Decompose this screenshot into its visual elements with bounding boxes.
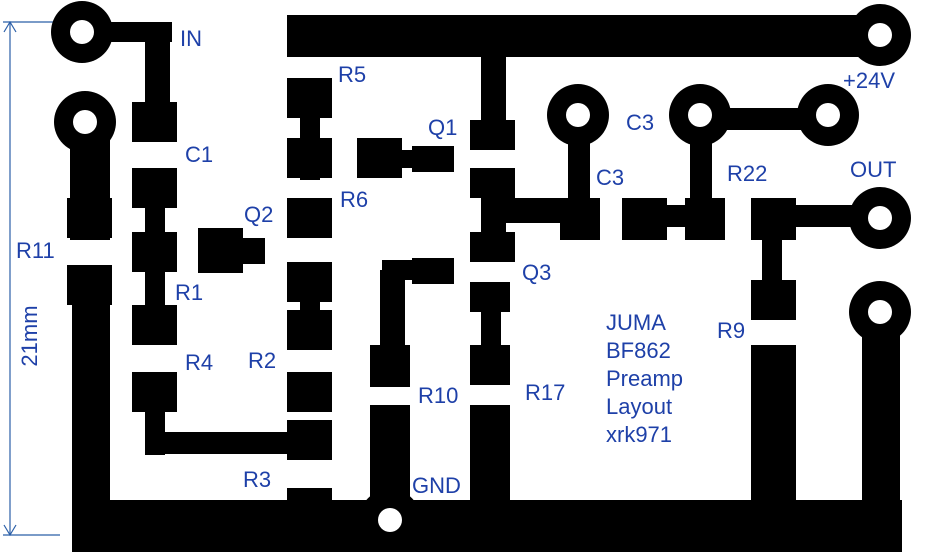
label-r1: R1 [175,280,203,305]
pad-r6-left [287,138,332,178]
dimension-indicator: 21mm [3,20,60,537]
pad-out-ground [849,281,911,343]
pad-r17-bottom [470,405,510,445]
pad-r10-top [370,345,410,387]
pad-c3-top-left [547,84,609,146]
label-r11: R11 [16,238,55,263]
label-r10: R10 [418,383,458,408]
trace-r17 [481,295,501,355]
copper-traces [67,15,902,552]
plus24v-rail [287,15,882,57]
note-line: BF862 [606,338,671,363]
label-r4: R4 [185,350,213,375]
pad-r3-bottom [287,420,332,460]
pad-r2-bottom [287,310,332,350]
pad-in [51,1,113,63]
label-q2: Q2 [244,202,273,227]
note-line: JUMA [606,310,666,335]
pad-r9-top [751,280,796,320]
trace-r22-r9 [762,225,782,295]
round-pads [51,1,911,551]
note-line: xrk971 [606,422,672,447]
label-r9: R9 [717,318,745,343]
pad-r17-mid [470,345,510,385]
label-r3: R3 [243,467,271,492]
pad-in-ground [54,91,116,153]
label-r22: R22 [727,161,767,186]
trace-r4-r3 [145,432,310,454]
label-r2: R2 [248,348,276,373]
trace-rail-q1 [481,40,506,135]
pad-r10-bottom [370,405,410,447]
pad-q1-drain [470,120,515,150]
pad-out [849,187,911,249]
note-line: Preamp [606,366,683,391]
pad-r6-bottom [287,198,332,238]
pad-q2-lead [235,238,265,264]
label-r17: R17 [525,380,565,405]
pad-r1-bottom [132,305,177,345]
pad-r11-bottom [67,265,112,305]
pad-r3-top [287,372,332,412]
pad-q1-body [357,138,402,178]
pad-c3-top-middle [669,84,731,146]
label-out: OUT [850,157,896,182]
component-labels: IN +24V OUT GND C1 C3 C3 Q1 Q2 Q3 R1 R2 … [16,26,896,498]
pad-c3-top-right [797,84,859,146]
label-q3: Q3 [522,260,551,285]
note-line: Layout [606,394,672,419]
pad-q1-lead [412,146,454,172]
pad-c1-top [132,102,177,142]
pad-q3-bottom [470,232,515,262]
dimension-label: 21mm [17,305,42,366]
label-gnd: GND [412,473,461,498]
label-c3-top: C3 [626,110,654,135]
pad-plus24v [849,4,911,66]
pad-r1-top [132,232,177,272]
label-r5: R5 [338,62,366,87]
trace-r3-ground [287,488,332,510]
label-in: IN [180,26,202,51]
label-c3-mid: C3 [596,165,624,190]
label-c1: C1 [185,142,213,167]
trace-r11-ground [72,265,110,515]
label-q1: Q1 [428,115,457,140]
board-note: JUMA BF862 Preamp Layout xrk971 [606,310,683,447]
label-r6: R6 [340,187,368,212]
pad-r9-bottom [751,345,796,385]
pad-gnd [359,489,421,551]
pad-r11-top [67,198,112,238]
label-plus24v: +24V [843,68,895,93]
